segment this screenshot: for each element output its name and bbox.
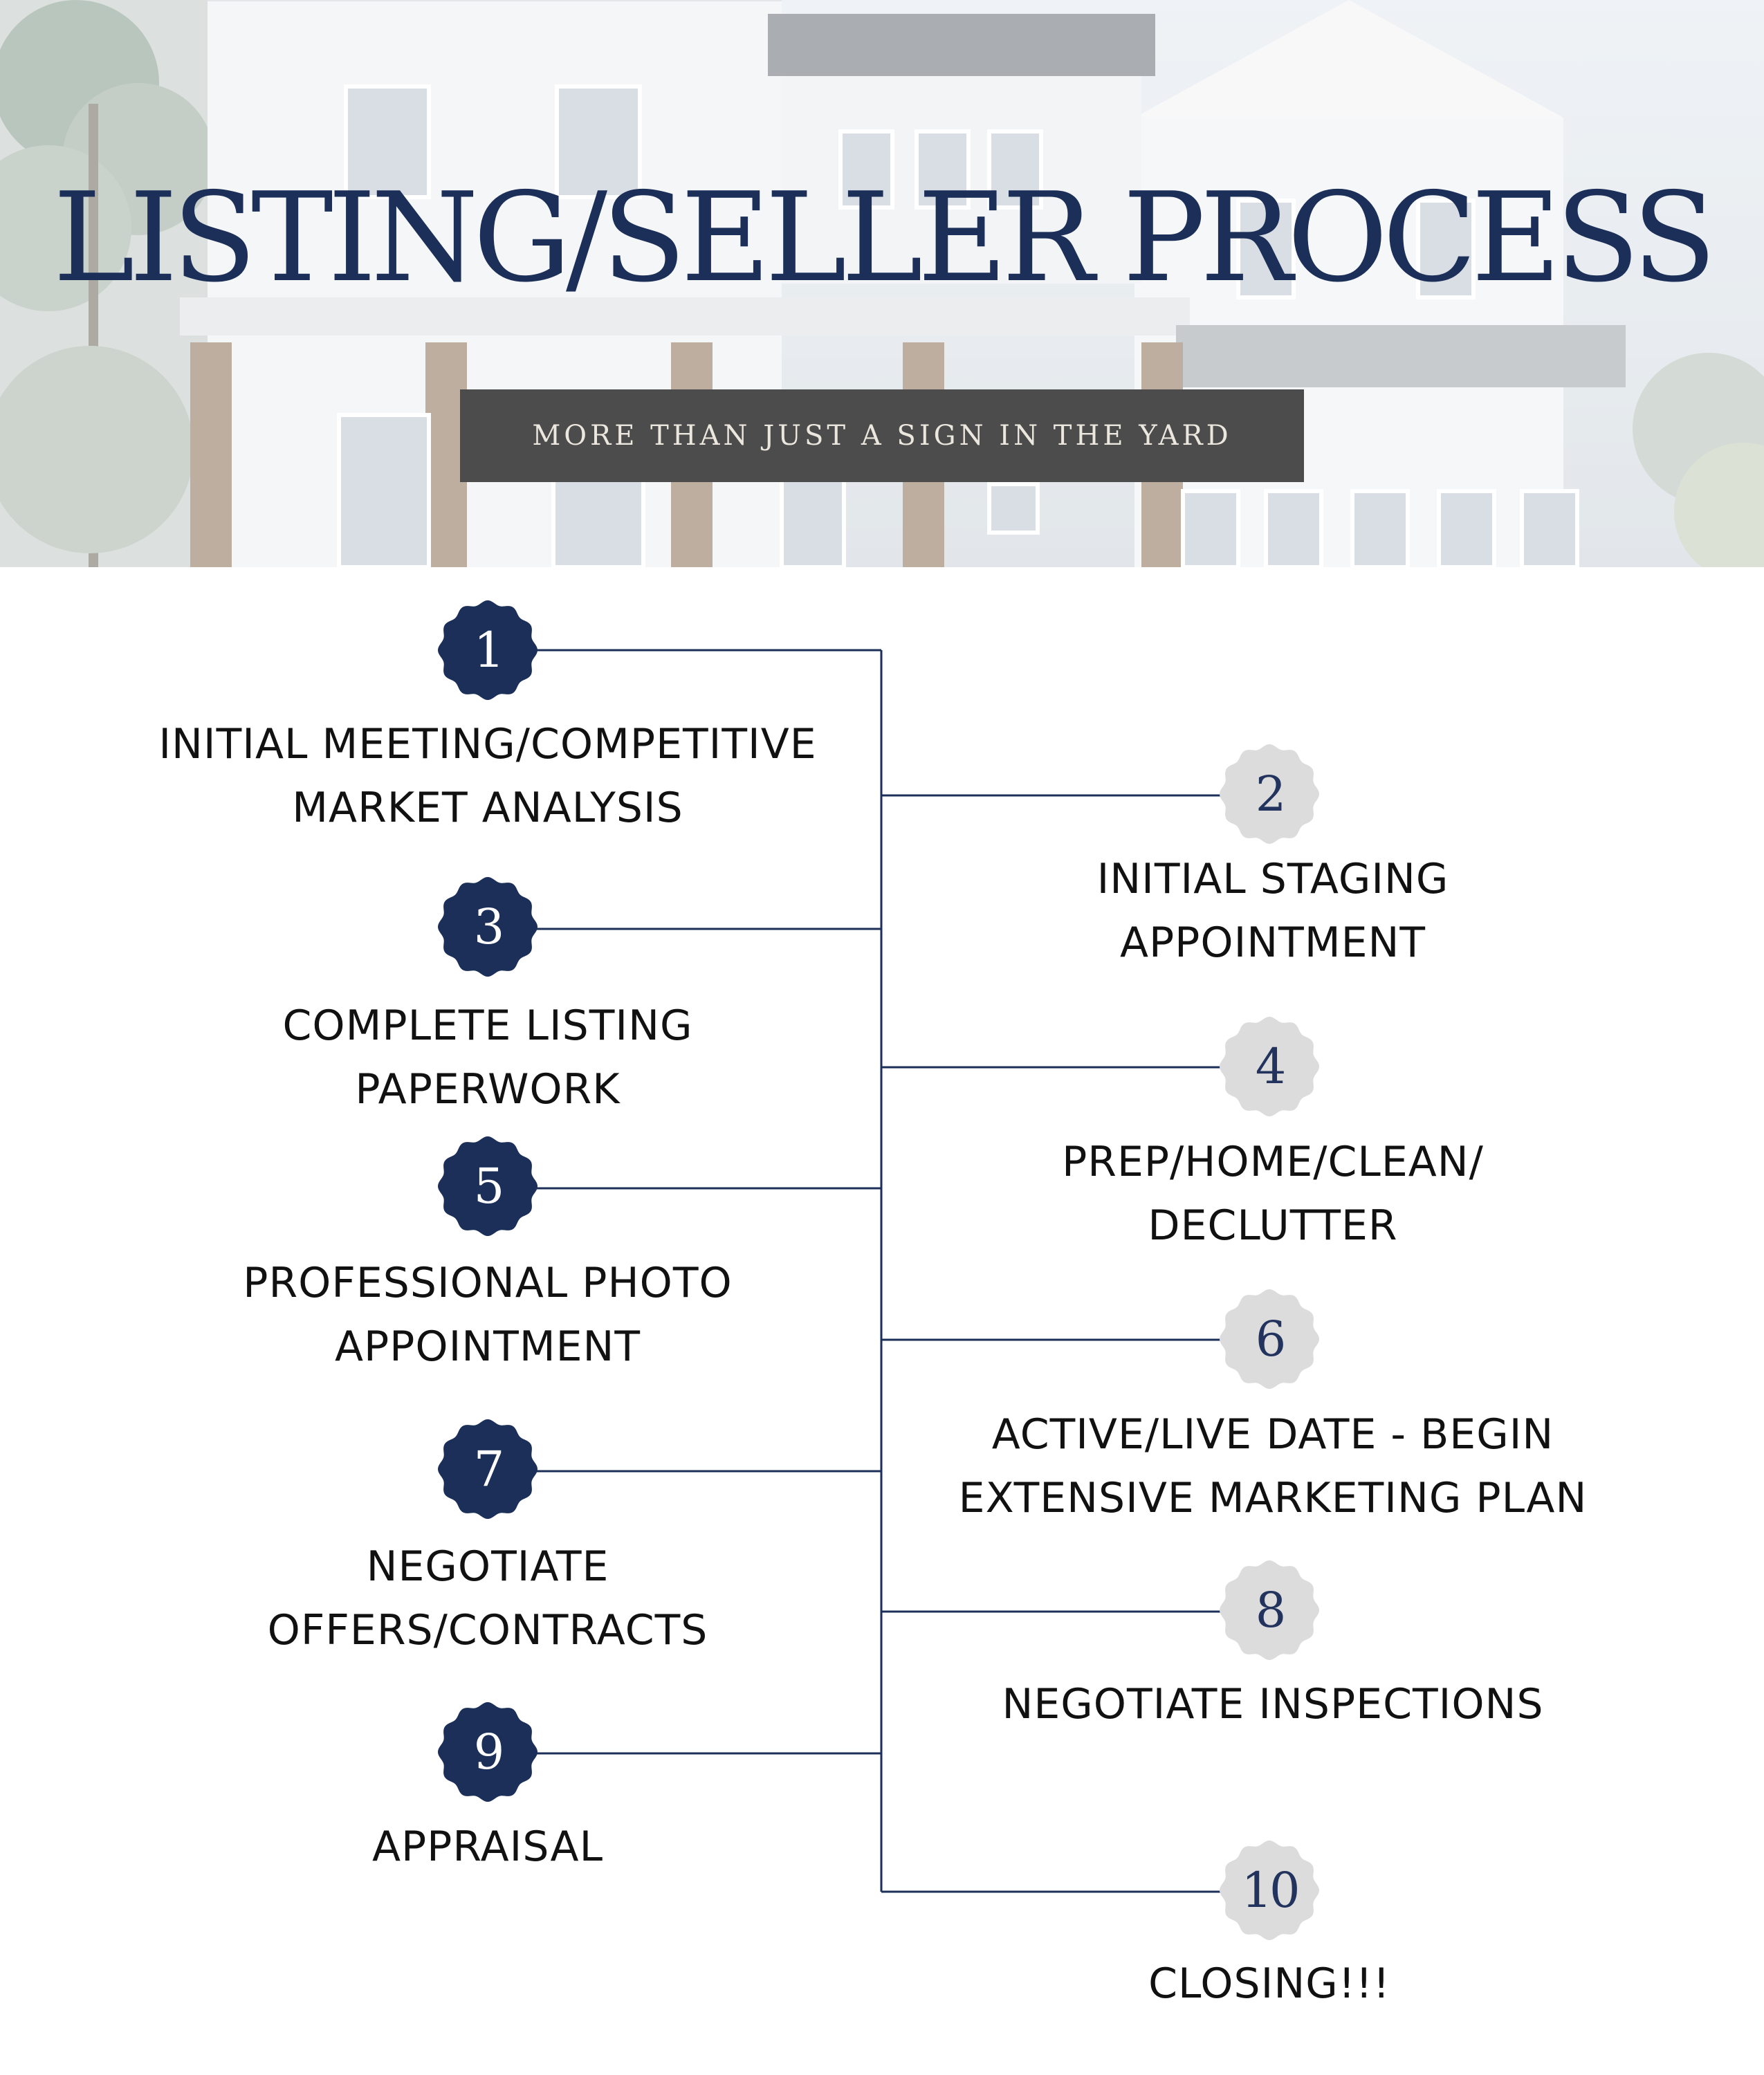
step-2-label: INITIAL STAGING APPOINTMENT <box>927 847 1619 975</box>
step-4-label: PREP/HOME/CLEAN/ DECLUTTER <box>927 1130 1619 1257</box>
step-5-label-line-2: APPOINTMENT <box>334 1322 641 1371</box>
step-9-badge: 9 <box>436 1700 540 1804</box>
step-1-number: 1 <box>473 622 505 679</box>
step-6-label-line-2: EXTENSIVE MARKETING PLAN <box>958 1474 1588 1522</box>
step-7-number: 7 <box>473 1441 505 1497</box>
step-8-number: 8 <box>1255 1582 1287 1639</box>
step-4-badge: 4 <box>1218 1015 1321 1118</box>
step-3-badge: 3 <box>436 875 540 979</box>
step-3-number: 3 <box>473 898 505 955</box>
step-3-label: COMPLETE LISTING PAPERWORK <box>142 994 834 1121</box>
step-3-label-line-2: PAPERWORK <box>355 1065 621 1114</box>
subtitle-text: MORE THAN JUST A SIGN IN THE YARD <box>532 420 1232 452</box>
step-3-label-line-1: COMPLETE LISTING <box>282 1002 693 1050</box>
subtitle-banner: MORE THAN JUST A SIGN IN THE YARD <box>460 389 1304 482</box>
step-2-label-line-1: INITIAL STAGING <box>1096 855 1449 903</box>
step-1-label: INITIAL MEETING/COMPETITIVE MARKET ANALY… <box>142 712 834 840</box>
step-8-label: NEGOTIATE INSPECTIONS <box>927 1672 1619 1736</box>
step-10-label-line-1: CLOSING!!! <box>1148 1959 1390 2008</box>
step-7-label: NEGOTIATE OFFERS/CONTRACTS <box>142 1535 834 1662</box>
step-8-label-line-1: NEGOTIATE INSPECTIONS <box>1002 1680 1544 1728</box>
step-9-number: 9 <box>473 1724 505 1780</box>
step-5-badge: 5 <box>436 1134 540 1238</box>
step-9-label-line-1: APPRAISAL <box>371 1823 604 1871</box>
step-4-label-line-1: PREP/HOME/CLEAN/ <box>1062 1138 1484 1186</box>
step-2-number: 2 <box>1255 766 1287 822</box>
step-6-badge: 6 <box>1218 1287 1321 1391</box>
step-7-badge: 7 <box>436 1417 540 1521</box>
step-1-label-line-2: MARKET ANALYSIS <box>292 784 683 832</box>
step-6-label: ACTIVE/LIVE DATE - BEGIN EXTENSIVE MARKE… <box>927 1403 1619 1530</box>
step-5-label: PROFESSIONAL PHOTO APPOINTMENT <box>142 1251 834 1378</box>
step-5-label-line-1: PROFESSIONAL PHOTO <box>243 1259 733 1307</box>
step-9-label: APPRAISAL <box>142 1815 834 1879</box>
step-2-badge: 2 <box>1218 742 1321 846</box>
step-1-badge: 1 <box>436 598 540 702</box>
hero-banner: LISTING/SELLER PROCESS MORE THAN JUST A … <box>0 0 1764 567</box>
page-title: LISTING/SELLER PROCESS <box>53 166 1717 309</box>
step-10-label: CLOSING!!! <box>924 1952 1615 2016</box>
step-10-badge: 10 <box>1218 1838 1321 1942</box>
step-2-label-line-2: APPOINTMENT <box>1119 919 1426 967</box>
step-7-label-line-1: NEGOTIATE <box>366 1542 609 1591</box>
step-6-label-line-1: ACTIVE/LIVE DATE - BEGIN <box>991 1410 1554 1459</box>
step-4-number: 4 <box>1255 1038 1287 1095</box>
step-4-label-line-2: DECLUTTER <box>1148 1201 1398 1250</box>
step-5-number: 5 <box>473 1158 505 1215</box>
step-1-label-line-1: INITIAL MEETING/COMPETITIVE <box>158 720 817 768</box>
step-8-badge: 8 <box>1218 1558 1321 1662</box>
step-10-number: 10 <box>1241 1862 1300 1919</box>
step-6-number: 6 <box>1255 1311 1287 1367</box>
step-7-label-line-2: OFFERS/CONTRACTS <box>267 1606 708 1654</box>
farmhouse-photo <box>0 0 1764 567</box>
